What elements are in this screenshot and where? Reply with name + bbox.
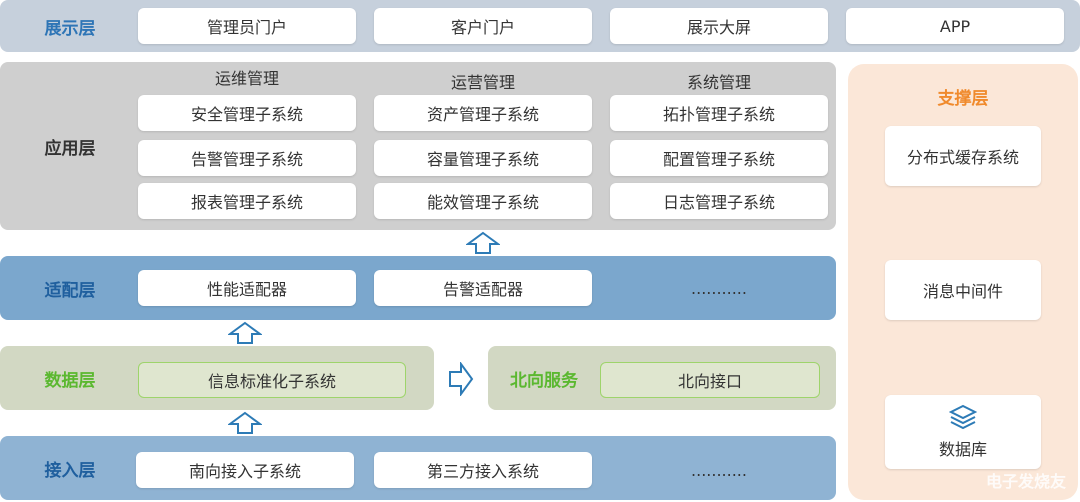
access-item-southbound: 南向接入子系统	[136, 452, 354, 488]
access-item-more: ...........	[691, 460, 747, 480]
access-layer-label: 接入层	[44, 460, 96, 481]
app-item-alarm: 告警管理子系统	[138, 140, 356, 176]
north-service-label: 北向服务	[510, 370, 578, 391]
app-item-log: 日志管理子系统	[610, 183, 828, 219]
app-item-report: 报表管理子系统	[138, 183, 356, 219]
support-layer-label: 支撑层	[937, 88, 989, 109]
app-item-security: 安全管理子系统	[138, 95, 356, 131]
adapter-item-more: ...........	[691, 278, 747, 298]
arrow-right-icon	[449, 362, 474, 396]
support-item-database-card: 数据库	[885, 395, 1041, 469]
arrow-up-icon	[466, 231, 500, 254]
presentation-item-app: APP	[846, 8, 1064, 44]
presentation-item-big-screen: 展示大屏	[610, 8, 828, 44]
presentation-item-customer-portal: 客户门户	[374, 8, 592, 44]
app-item-energy: 能效管理子系统	[374, 183, 592, 219]
access-item-third-party: 第三方接入系统	[374, 452, 592, 488]
presentation-item-admin-portal: 管理员门户	[138, 8, 356, 44]
presentation-layer-label: 展示层	[44, 18, 96, 39]
group-title-operations: 运营管理	[450, 73, 515, 92]
adapter-layer-label: 适配层	[44, 280, 96, 301]
app-item-topology: 拓扑管理子系统	[610, 95, 828, 131]
support-item-database: 数据库	[938, 440, 987, 459]
support-item-distributed-cache: 分布式缓存系统	[885, 126, 1041, 186]
watermark: 电子发烧友	[986, 472, 1067, 491]
app-item-asset: 资产管理子系统	[374, 95, 592, 131]
group-title-ops: 运维管理	[214, 69, 279, 88]
adapter-item-performance: 性能适配器	[138, 270, 356, 306]
arrow-up-icon	[228, 411, 262, 434]
data-layer-label: 数据层	[44, 370, 96, 391]
group-title-system: 系统管理	[686, 73, 751, 92]
app-item-capacity: 容量管理子系统	[374, 140, 592, 176]
database-layers-icon	[949, 404, 977, 430]
application-layer-label: 应用层	[44, 138, 96, 159]
arrow-up-icon	[228, 321, 262, 344]
data-item-info-standardization: 信息标准化子系统	[138, 362, 406, 398]
support-item-message-middleware: 消息中间件	[885, 260, 1041, 320]
app-item-config: 配置管理子系统	[610, 140, 828, 176]
north-service-item-interface: 北向接口	[600, 362, 820, 398]
adapter-item-alarm: 告警适配器	[374, 270, 592, 306]
